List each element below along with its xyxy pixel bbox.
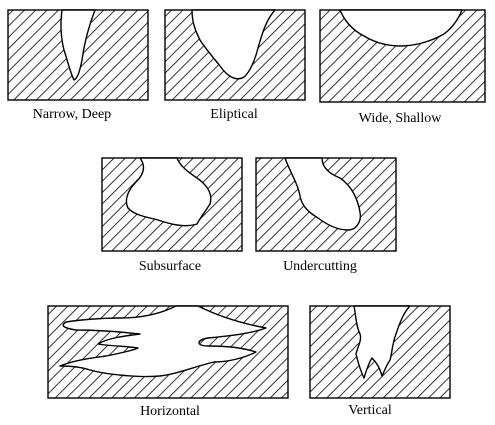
panel-caption: Wide, Shallow <box>359 111 443 126</box>
panel-subsurface: Subsurface <box>101 157 243 274</box>
panel-caption: Vertical <box>348 403 392 418</box>
horizontal-pit-shape <box>59 305 267 378</box>
panel-caption: Horizontal <box>140 404 200 419</box>
panel-caption: Undercutting <box>283 259 357 274</box>
undercutting-pit-shape <box>284 157 362 231</box>
panel-caption: Eliptical <box>210 107 258 122</box>
subsurface-pit-shape <box>125 157 212 227</box>
panel-caption: Narrow, Deep <box>33 107 111 122</box>
wide-shallow-pit-shape <box>339 9 463 47</box>
vertical-pit-shape <box>353 305 411 379</box>
panel-vertical: Vertical <box>309 305 451 418</box>
panel-undercutting: Undercutting <box>255 157 397 274</box>
eliptical-pit-shape <box>191 9 276 80</box>
panel-narrow-deep: Narrow, Deep <box>7 9 149 122</box>
panel-caption: Subsurface <box>139 259 201 274</box>
panel-horizontal: Horizontal <box>47 305 289 419</box>
panel-eliptical: Eliptical <box>164 9 306 122</box>
panel-wide-shallow: Wide, Shallow <box>319 9 486 126</box>
narrow-deep-pit-shape <box>60 9 96 81</box>
